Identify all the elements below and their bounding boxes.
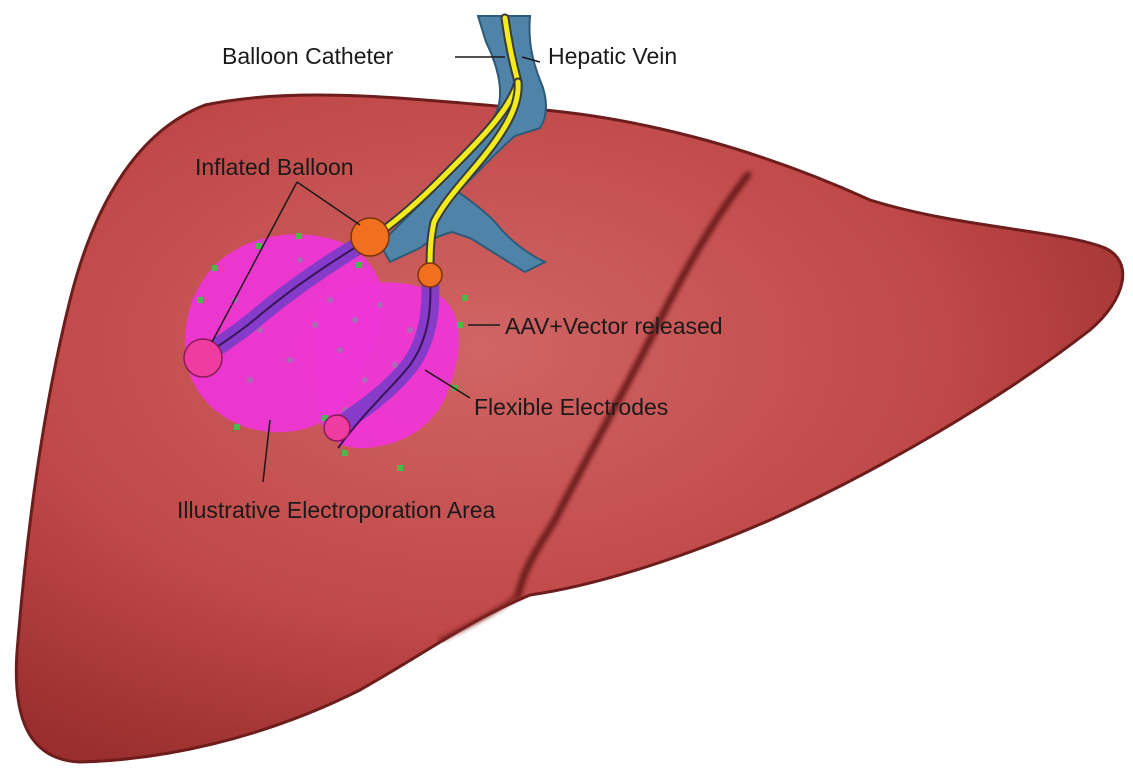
electrode-tip-left — [184, 339, 222, 377]
label-aav-vector: AAV+Vector released — [505, 313, 723, 339]
label-hepatic-vein: Hepatic Vein — [548, 43, 677, 69]
inflated-balloon-small — [418, 263, 442, 287]
label-flexible-electrodes: Flexible Electrodes — [474, 394, 668, 420]
label-balloon-catheter: Balloon Catheter — [222, 43, 394, 69]
label-electroporation-area: Illustrative Electroporation Area — [177, 497, 496, 523]
inflated-balloon-large — [351, 218, 389, 256]
electrode-tip-right — [324, 415, 350, 441]
liver-outline — [16, 95, 1122, 762]
label-inflated-balloon: Inflated Balloon — [195, 154, 354, 180]
